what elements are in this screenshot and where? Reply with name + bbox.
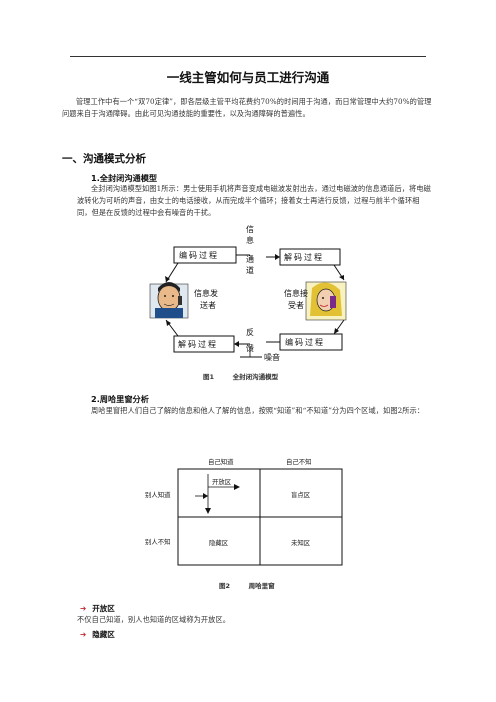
- feedback-char-1: 反: [246, 327, 254, 337]
- open-area-label: 开放区: [212, 477, 232, 486]
- row-unknown-label: 别人不知: [145, 537, 171, 546]
- figure-1-title: 全封闭沟通模型: [232, 373, 279, 381]
- blind-area-label: 盲点区: [291, 490, 311, 499]
- subsection-1-body: 全封闭沟通模型如图1所示：男士使用手机将声音变成电磁波发射出去，通过电磁波的信息…: [77, 184, 431, 217]
- bullet-open-area: ➔ 开放区: [80, 603, 115, 614]
- channel-char-1: 信: [246, 224, 254, 234]
- unknown-area-label: 未知区: [291, 538, 311, 547]
- subsection-2-body: 周哈里窗把人们自己了解的信息和他人了解的信息，按照“知道”和“不知道”分为四个区…: [91, 406, 425, 415]
- hidden-area-label: 隐藏区: [209, 538, 229, 547]
- section-heading: 一、沟通模式分析: [62, 153, 146, 165]
- arrow-bullet-icon: ➔: [80, 630, 87, 639]
- receiver-label-line1: 信息接: [284, 288, 308, 298]
- decode-left-label: 解码过程: [178, 339, 218, 349]
- channel-char-2: 息: [246, 235, 254, 245]
- figure-2-caption: 图2 周哈里窗: [219, 580, 275, 590]
- decode-right-label: 解码过程: [284, 252, 324, 262]
- encode-left-box: [173, 246, 237, 264]
- col-unknown-label: 自己不知: [286, 457, 312, 466]
- feedback-char-2: 馈: [246, 343, 254, 353]
- sender-label-line1: 信息发: [194, 288, 218, 298]
- receiver-figure: [305, 281, 347, 321]
- figure-1-caption: 图1 全封闭沟通模型: [203, 371, 278, 381]
- decode-right-box: [279, 248, 341, 266]
- col-known-label: 自己知道: [208, 457, 234, 466]
- noise-label: 噪音: [264, 352, 280, 362]
- figure-1-number: 图1: [203, 373, 215, 381]
- channel-char-4: 道: [246, 265, 254, 275]
- bullet-open-area-label: 开放区: [92, 604, 115, 613]
- intro-paragraph: 管理工作中有一个“双70定律”，即各层级主管平均花费约70%的时间用于沟通，而日…: [62, 97, 432, 118]
- figure-2-title: 周哈里窗: [248, 582, 275, 590]
- arrow-bullet-icon: ➔: [80, 604, 87, 613]
- channel-char-3: 通: [246, 254, 254, 264]
- subsection-1-heading: 1.全封闭沟通模型: [91, 173, 158, 183]
- top-rule: [70, 56, 426, 57]
- encode-right-box: [279, 333, 343, 351]
- bullet-open-area-text: 不仅自己知道，别人也知道的区域称为开放区。: [77, 615, 231, 624]
- bullet-hidden-area: ➔ 隐藏区: [80, 629, 115, 640]
- decode-left-box: [173, 335, 235, 353]
- bullet-hidden-area-label: 隐藏区: [92, 630, 115, 639]
- page-title: 一线主管如何与员工进行沟通: [166, 70, 330, 85]
- figure-2-number: 图2: [219, 582, 231, 590]
- receiver-label-line2: 受者: [288, 300, 304, 310]
- encode-right-label: 编码过程: [285, 337, 325, 347]
- sender-label-line2: 送者: [200, 300, 216, 310]
- subsection-2-heading: 2.周哈里窗分析: [91, 394, 149, 404]
- sender-figure: [149, 282, 189, 319]
- encode-left-label: 编码过程: [179, 250, 219, 260]
- row-known-label: 别人知道: [145, 490, 171, 499]
